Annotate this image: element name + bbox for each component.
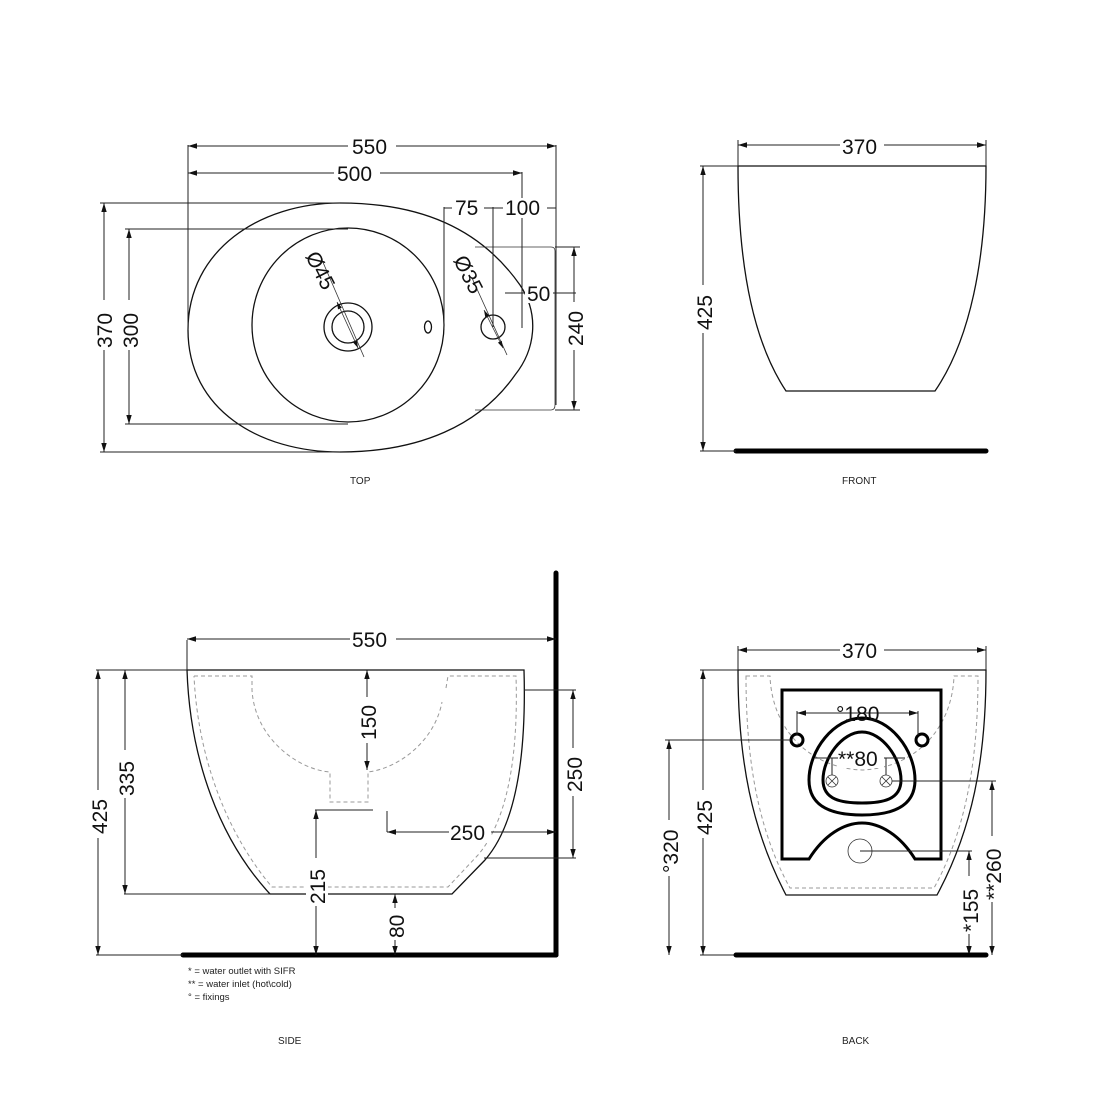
dim-top-bowl-depth: 300 (120, 313, 143, 348)
note-outlet: * = water outlet with SIFR (188, 966, 296, 977)
dim-inlet-height: **260 (983, 849, 1006, 900)
top-outline (187, 202, 534, 453)
view-label-front: FRONT (842, 476, 876, 487)
dim-fixing-spacing: °180 (836, 703, 879, 726)
dim-bowl-depth: 150 (358, 705, 381, 740)
back-view: °180 **80 370 425 °320 *155 **260 (659, 639, 1006, 1047)
dim-outlet-height-back: *155 (960, 889, 983, 932)
dim-back-height: 425 (694, 800, 717, 835)
view-label-top: TOP (350, 476, 371, 487)
top-view: Ø45 Ø35 550 500 75 100 50 370 (93, 134, 588, 487)
front-outline (737, 165, 987, 392)
dim-fixing-height: °320 (660, 830, 683, 873)
dim-outlet-height: 215 (307, 869, 330, 904)
dim-offset-75: 75 (455, 197, 478, 220)
dim-top-overall-depth: 370 (94, 313, 117, 348)
note-inlet: ** = water inlet (hot\cold) (188, 979, 292, 990)
dim-side-height: 425 (89, 799, 112, 834)
dim-side-overall-width: 550 (352, 629, 387, 652)
back-plate (780, 688, 943, 861)
dim-inlet-spacing: **80 (838, 748, 878, 771)
dim-front-width: 370 (842, 136, 877, 159)
fixing-hole-right (914, 732, 930, 748)
inlet-hot-icon (879, 774, 893, 788)
view-label-side: SIDE (278, 1036, 302, 1047)
dim-base-gap: 80 (386, 915, 409, 938)
front-view: 370 425 FRONT (693, 134, 989, 487)
dim-top-overall-width: 550 (352, 136, 387, 159)
back-outline (737, 669, 987, 896)
dim-front-height: 425 (694, 295, 717, 330)
dim-wall-plate: 240 (565, 311, 588, 346)
top-wall-plate (475, 246, 556, 411)
side-view: 550 425 335 150 250 250 215 80 (88, 570, 587, 1047)
dim-outlet-from-wall: 250 (450, 822, 485, 845)
fixing-hole-left (789, 732, 805, 748)
note-fixings: ° = fixings (188, 992, 230, 1003)
side-outline (186, 669, 525, 895)
dim-tap-offset: 50 (527, 283, 550, 306)
dim-tap-dia: Ø35 (449, 252, 488, 298)
inlet-cold-icon (825, 774, 839, 788)
dim-rim-height: 335 (116, 761, 139, 796)
top-bowl (251, 227, 445, 423)
overflow-slot (423, 320, 433, 334)
dim-side-wall-plate: 250 (564, 757, 587, 792)
dim-back-width: 370 (842, 640, 877, 663)
inlet-ring-outer (807, 716, 917, 817)
view-label-back: BACK (842, 1036, 870, 1047)
dim-top-bowl-width: 500 (337, 163, 372, 186)
dim-offset-100: 100 (505, 197, 540, 220)
